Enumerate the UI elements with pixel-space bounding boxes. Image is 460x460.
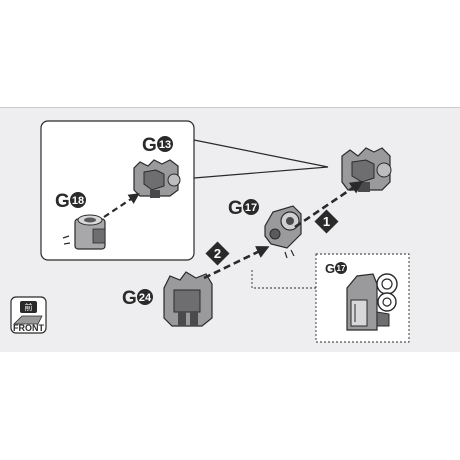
label-g17-letter: G — [228, 198, 243, 219]
front-marker: 前 FRONT — [10, 296, 47, 334]
part-g17-shape — [264, 205, 302, 249]
part-g24-shape — [163, 271, 213, 327]
g17-attachment-marks — [284, 249, 295, 259]
label-g18-badge — [70, 192, 86, 208]
label-g24: G 24 — [122, 288, 153, 309]
step-1-marker: 1 — [314, 209, 339, 234]
label-g24-number: 24 — [139, 292, 152, 304]
front-marker-arrow-icon — [13, 315, 43, 325]
label-g24-letter: G — [122, 288, 137, 309]
front-marker-tag — [20, 301, 37, 313]
step-1-number: 1 — [323, 214, 330, 229]
detail-label-number: 17 — [337, 264, 346, 273]
part-g13-shape — [133, 159, 181, 198]
detail-label-g17: G 17 — [325, 261, 347, 276]
label-g18-number: 18 — [72, 195, 84, 207]
step-2-number: 2 — [214, 246, 221, 261]
detail-label-letter: G — [325, 261, 335, 276]
front-marker-japanese: 前 — [25, 302, 33, 312]
detail-leader-line — [251, 270, 316, 289]
detail-label-badge — [335, 262, 347, 274]
part-assembled-unit-shape — [341, 147, 392, 192]
step-2-marker: 2 — [205, 241, 230, 266]
label-g13-badge — [157, 136, 173, 152]
label-g18: G 18 — [55, 191, 86, 212]
label-g13-letter: G — [142, 135, 157, 156]
g18-attachment-marks — [62, 235, 71, 245]
label-g17: G 17 — [228, 198, 259, 219]
callout-pointer-lines — [193, 139, 329, 179]
detail-part-shape — [346, 273, 398, 331]
sheet-top-edge — [0, 107, 460, 108]
front-marker-english: FRONT — [13, 323, 44, 333]
label-g24-badge — [137, 289, 153, 305]
label-g13: G 13 — [142, 135, 173, 156]
arrow-step-2 — [203, 246, 270, 280]
label-g17-badge — [243, 199, 259, 215]
arrow-g18-to-g13 — [103, 193, 140, 218]
part-g18-shape — [74, 214, 106, 250]
arrow-step-1 — [294, 180, 364, 229]
label-g13-number: 13 — [159, 139, 171, 151]
label-g18-letter: G — [55, 191, 70, 212]
label-g17-number: 17 — [245, 202, 257, 214]
